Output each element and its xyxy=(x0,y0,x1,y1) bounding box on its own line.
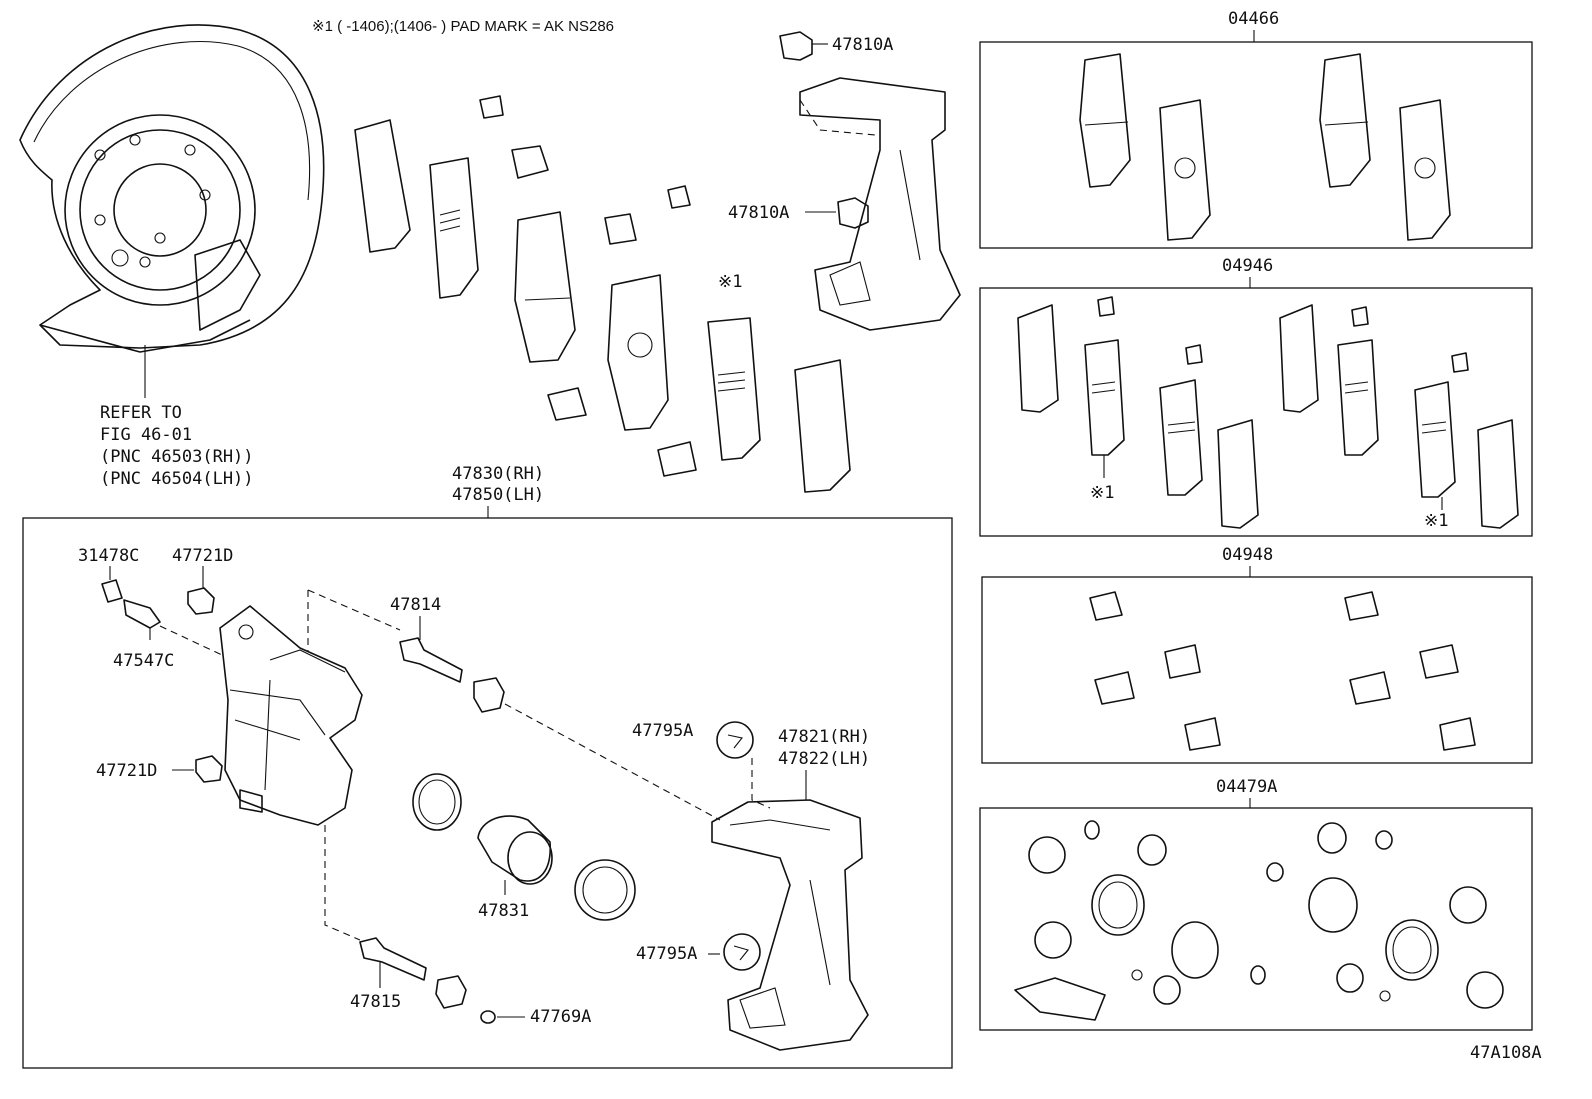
kit-04946-shims-drawing xyxy=(1017,296,1519,529)
label-47822-lh: 47822(LH) xyxy=(778,749,870,769)
label-kit-04948: 04948 xyxy=(1222,545,1273,565)
refer-line-2: FIG 46-01 xyxy=(100,425,192,445)
label-47850-lh: 47850(LH) xyxy=(452,485,544,505)
label-kit-04466: 04466 xyxy=(1228,9,1279,29)
label-31478C: 31478C xyxy=(78,546,139,566)
label-47821-rh: 47821(RH) xyxy=(778,727,870,747)
bolt-47721D-side-drawing xyxy=(172,755,223,783)
bolt-47810A-mid-drawing xyxy=(805,197,869,229)
label-47721D-top: 47721D xyxy=(172,546,233,566)
shim-47795A-top-drawing xyxy=(716,721,754,759)
kit-04948-clips-drawing xyxy=(1089,591,1476,751)
label-47831: 47831 xyxy=(478,901,529,921)
refer-line-1: REFER TO xyxy=(100,403,182,423)
shim-47795A-bottom-drawing xyxy=(708,933,761,971)
label-47815: 47815 xyxy=(350,992,401,1012)
pad-mark-note: ※1 ( -1406);(1406- ) PAD MARK = AK NS286 xyxy=(312,18,614,35)
label-47810A-top: 47810A xyxy=(832,35,893,55)
label-47830-rh: 47830(RH) xyxy=(452,464,544,484)
kit-box-04948 xyxy=(981,576,1533,764)
guide-pin-47814-drawing xyxy=(399,637,721,821)
mark-1-kit-left: ※1 xyxy=(1090,483,1114,503)
lower-carrier-drawing xyxy=(711,799,869,1051)
label-47547C: 47547C xyxy=(113,651,174,671)
dust-boot-drawing xyxy=(574,859,636,921)
label-47769A: 47769A xyxy=(530,1007,591,1027)
label-kit-04946: 04946 xyxy=(1222,256,1273,276)
piston-drawing xyxy=(477,815,553,895)
caliper-body-drawing xyxy=(159,589,401,941)
label-kit-04479A: 04479A xyxy=(1216,777,1277,797)
mark-1-top: ※1 xyxy=(718,272,742,292)
pads-and-shims-drawing xyxy=(354,95,851,493)
kit-box-04946 xyxy=(979,287,1533,537)
kit-box-04466 xyxy=(979,41,1533,249)
bolt-47810A-top-drawing xyxy=(779,31,828,61)
refer-line-4: (PNC 46504(LH)) xyxy=(100,469,254,489)
label-47795A-top: 47795A xyxy=(632,721,693,741)
kit-box-04479A xyxy=(979,807,1533,1031)
bolt-47721D-top-drawing xyxy=(187,587,215,615)
kit-04479A-seals-drawing xyxy=(1014,820,1504,1021)
caliper-assembly-box xyxy=(22,517,953,1069)
bleeder-drawing xyxy=(101,579,161,640)
figure-code: 47A108A xyxy=(1470,1043,1542,1063)
upper-carrier-drawing xyxy=(799,77,961,331)
label-47814: 47814 xyxy=(390,595,441,615)
mark-1-kit-right: ※1 xyxy=(1424,511,1448,531)
cap-47769A-drawing xyxy=(480,1010,525,1024)
label-47721D-side: 47721D xyxy=(96,761,157,781)
seal-ring-drawing xyxy=(412,773,462,831)
label-47795A-bottom: 47795A xyxy=(636,944,697,964)
guide-pin-47815-drawing xyxy=(359,937,467,1009)
kit-04466-pads-drawing xyxy=(1079,53,1451,241)
label-47810A-mid: 47810A xyxy=(728,203,789,223)
refer-line-3: (PNC 46503(RH)) xyxy=(100,447,254,467)
dust-shield-drawing xyxy=(19,24,325,398)
